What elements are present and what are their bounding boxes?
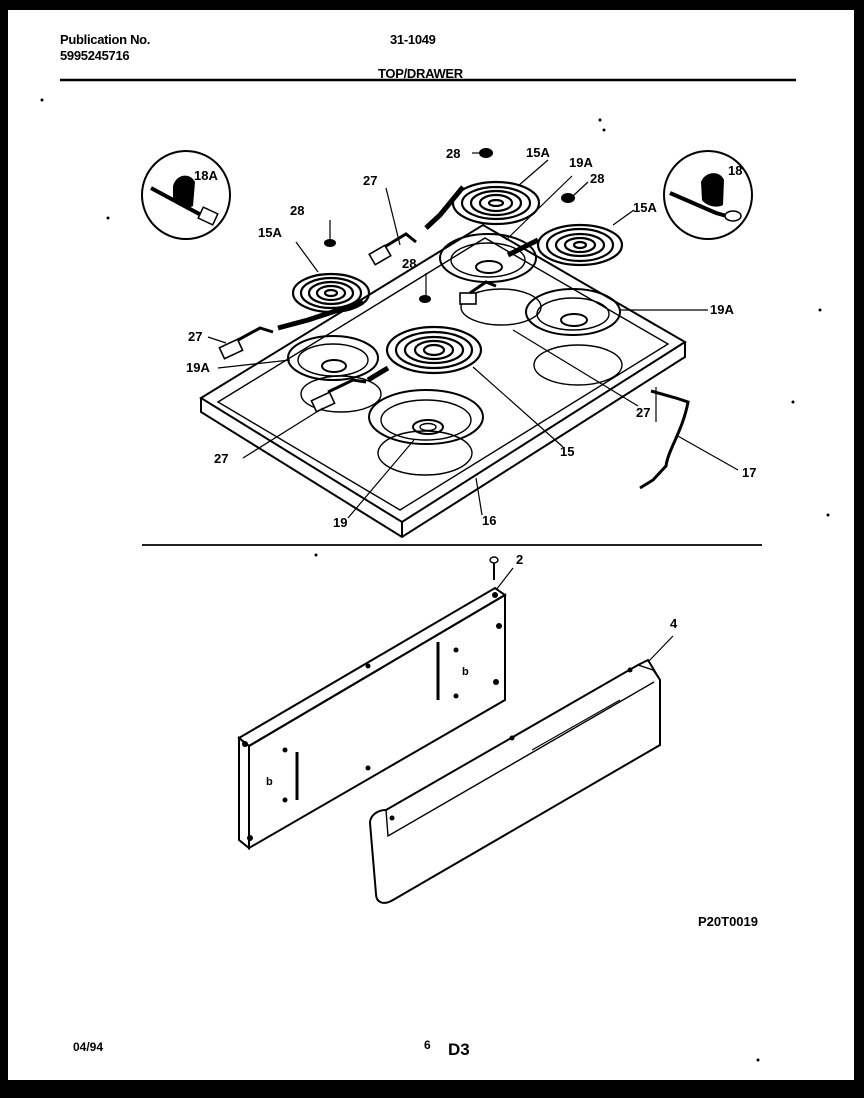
page-number: 6 <box>424 1038 431 1052</box>
callout-15A-right: 15A <box>633 200 657 215</box>
drawer-front-panel <box>368 635 674 904</box>
callout-19A-top: 19A <box>569 155 593 170</box>
callout-19A-left: 19A <box>186 360 210 375</box>
leader-lines-top <box>207 152 739 519</box>
callout-labels: 18A 18 27 28 15A 19A 28 15A 28 15A 28 27… <box>186 145 756 631</box>
callout-15A-left: 15A <box>258 225 282 240</box>
drip-bowl-19A-right <box>525 288 621 336</box>
cooktop-assembly <box>199 148 739 539</box>
callout-27-bottom: 27 <box>214 451 228 466</box>
drip-bowl-19A-left <box>287 335 379 381</box>
page-code: D3 <box>448 1040 470 1059</box>
callout-19A-right: 19A <box>710 302 734 317</box>
parts-diagram-sheet: Publication No. 5995245716 31-1049 TOP/D… <box>8 10 854 1080</box>
drip-bowl-19-front <box>368 389 484 445</box>
receptacle-27-bottom <box>310 378 367 413</box>
callout-28-right: 28 <box>590 171 604 186</box>
burner-well-right-rear <box>533 344 623 386</box>
callout-28-mid: 28 <box>402 256 416 271</box>
callout-19: 19 <box>333 515 347 530</box>
callout-27-right: 27 <box>636 405 650 420</box>
callout-15: 15 <box>560 444 574 459</box>
coil-element-15 <box>385 325 483 375</box>
receptacle-27-left <box>218 326 274 360</box>
coil-element-15A-right <box>536 223 624 267</box>
callout-28-left: 28 <box>290 203 304 218</box>
section-title: TOP/DRAWER <box>378 66 463 81</box>
callout-28-top: 28 <box>446 146 460 161</box>
burner-well-right-front <box>377 430 473 476</box>
model-number: 31-1049 <box>390 32 436 47</box>
callout-27-left: 27 <box>188 329 202 344</box>
exploded-view-drawing: b b 18A 18 27 28 15A 19A 28 <box>40 78 830 1062</box>
receptacle-27-top <box>368 232 417 266</box>
callout-2: 2 <box>516 552 523 567</box>
clip-28-mid <box>419 295 431 303</box>
footer-date: 04/94 <box>73 1040 104 1054</box>
callout-27-top: 27 <box>363 173 377 188</box>
callout-17: 17 <box>742 465 756 480</box>
publication-number: 5995245716 <box>60 48 130 63</box>
svg-text:b: b <box>462 666 469 678</box>
detail-circle-18 <box>663 150 753 240</box>
callout-4: 4 <box>670 616 678 631</box>
drawer-back-panel: b b <box>237 586 507 851</box>
clip-28-right <box>561 193 575 203</box>
callout-18-right: 18 <box>728 163 742 178</box>
drip-bowl-19A-top <box>439 233 537 283</box>
cooktop-inner-rim <box>216 237 670 511</box>
receptacle-27-right <box>459 280 497 305</box>
screw-2 <box>489 556 514 591</box>
diagram-code: P20T0019 <box>698 914 758 929</box>
publication-label: Publication No. <box>60 32 151 47</box>
svg-text:b: b <box>266 776 273 788</box>
callout-15A-top: 15A <box>526 145 550 160</box>
support-rod-17 <box>639 389 690 490</box>
callout-16: 16 <box>482 513 496 528</box>
clip-28-left <box>324 239 336 247</box>
detail-circle-18A <box>141 150 231 240</box>
callout-18A-left: 18A <box>194 168 218 183</box>
coil-element-15A-top <box>451 180 541 226</box>
